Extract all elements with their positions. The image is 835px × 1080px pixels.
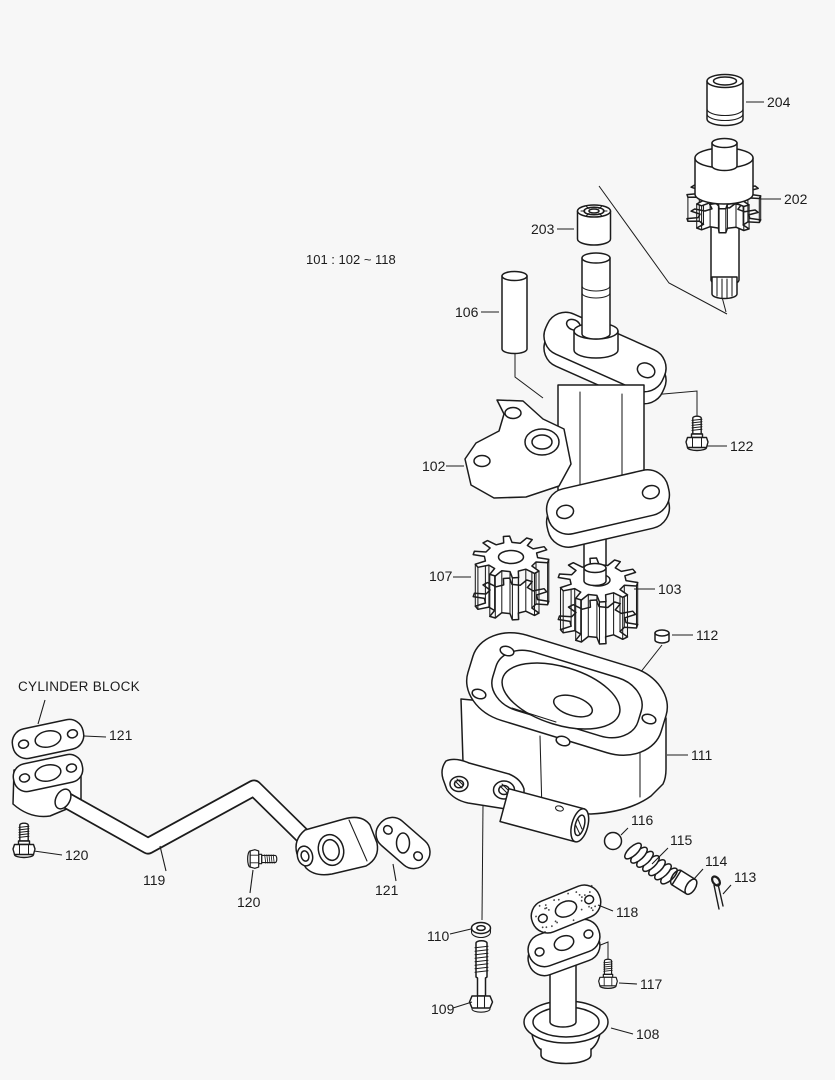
part-116-check-ball <box>603 831 623 851</box>
part-121-gasket-mid <box>375 816 431 870</box>
part-110-washer <box>470 921 492 939</box>
callout-203: 203 <box>531 221 555 237</box>
part-102-pump-body <box>464 252 671 588</box>
part-112-plug <box>654 629 670 644</box>
part-111-pump-cover <box>441 622 677 843</box>
part-106-dowel-pin <box>501 270 528 355</box>
part-202-drive-gear-shaft <box>686 137 762 300</box>
part-122-bolt <box>685 415 709 452</box>
callout-114: 114 <box>705 853 728 869</box>
callout-121-mid: 121 <box>375 882 399 898</box>
callout-116: 116 <box>631 812 654 828</box>
callout-103: 103 <box>658 581 682 597</box>
callout-120-mid: 120 <box>237 894 261 910</box>
part-120-bolt-left <box>12 822 36 859</box>
part-107-pump-gear <box>472 535 550 621</box>
cylinder-block-label: CYLINDER BLOCK <box>18 679 140 694</box>
part-121-gasket-left <box>11 718 85 760</box>
group-note-label: 101 : 102 ~ 118 <box>306 252 396 267</box>
callout-119: 119 <box>143 872 166 888</box>
callout-122: 122 <box>730 438 754 454</box>
part-204-bushing <box>706 73 744 127</box>
callout-118: 118 <box>616 904 639 920</box>
part-114-relief-plunger <box>669 869 698 896</box>
callout-115: 115 <box>670 832 693 848</box>
callout-102: 102 <box>422 458 446 474</box>
part-115-relief-spring <box>624 842 678 885</box>
callout-202: 202 <box>784 191 808 207</box>
part-103-pump-gear <box>557 557 639 645</box>
callout-117: 117 <box>640 976 663 992</box>
part-108-oil-strainer <box>523 918 609 1065</box>
callout-110: 110 <box>427 928 450 944</box>
callout-labels: 101 : 102 ~ 118 CYLINDER BLOCK 204 202 2… <box>18 94 808 1042</box>
part-120-bolt-mid <box>246 849 278 869</box>
callout-106: 106 <box>455 304 479 320</box>
leader-lines <box>33 101 781 1035</box>
part-119-oil-pipe <box>12 753 379 876</box>
callout-121-left: 121 <box>109 727 133 743</box>
part-117-bolt <box>598 958 618 990</box>
part-113-cotter-pin <box>711 875 724 910</box>
callout-204: 204 <box>767 94 791 110</box>
part-118-strainer-gasket <box>530 884 602 934</box>
callout-109: 109 <box>431 1001 455 1017</box>
part-109-strainer-bolt <box>468 940 494 1013</box>
callout-107: 107 <box>429 568 453 584</box>
callout-120-left: 120 <box>65 847 89 863</box>
part-203-coupling-bushing <box>576 204 612 246</box>
callout-111: 111 <box>691 747 712 763</box>
callout-112: 112 <box>696 627 719 643</box>
callout-113: 113 <box>734 869 757 885</box>
callout-108: 108 <box>636 1026 660 1042</box>
